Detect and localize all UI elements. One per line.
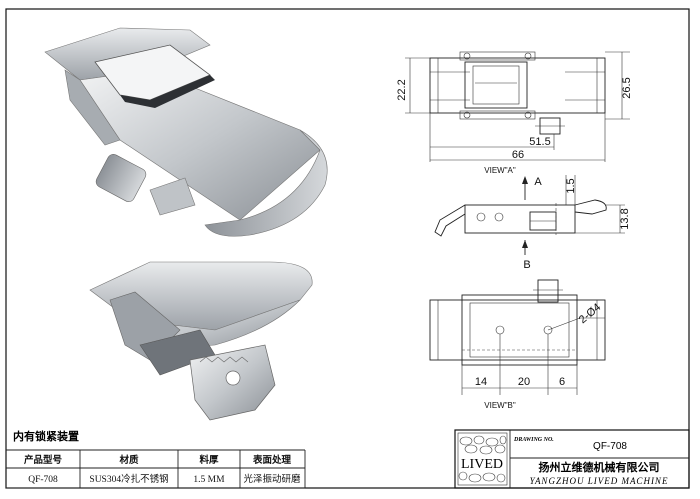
dim-51-5: 51.5: [529, 136, 550, 148]
view-b-label: VIEW"B": [484, 401, 516, 410]
header-finish: 表面处理: [252, 454, 292, 466]
dim-22-2: 22.2: [396, 79, 408, 100]
top-view: [405, 51, 630, 162]
value-material: SUS304冷扎不锈钢: [89, 473, 168, 485]
header-thickness: 料厚: [199, 454, 219, 466]
dim-20: 20: [518, 376, 530, 388]
drawing-no-label: DRAWING NO.: [513, 437, 554, 443]
arrow-a-label: A: [534, 176, 542, 188]
product-name: 内有锁紧装置: [13, 429, 79, 443]
title-block: [454, 429, 690, 489]
dim-26-5: 26.5: [621, 77, 633, 98]
value-finish: 光泽振动研磨: [243, 473, 301, 485]
bottom-view: [429, 279, 606, 395]
value-model: QF-708: [28, 475, 58, 485]
company-name-en: YANGZHOU LIVED MACHINE: [530, 476, 669, 486]
latch-render-bottom: [89, 261, 313, 421]
dim-2-dia-4: 2-Ø4: [577, 301, 603, 326]
company-logo-text: LIVED: [461, 457, 503, 472]
drawing-frame: [5, 8, 690, 489]
side-view: [434, 175, 625, 255]
logo-stone-pattern: [458, 435, 507, 483]
header-material: 材质: [118, 454, 139, 466]
value-thickness: 1.5 MM: [193, 475, 225, 485]
arrow-b-label: B: [523, 259, 530, 271]
spec-table: [6, 449, 306, 489]
dim-14: 14: [475, 376, 487, 388]
dim-66: 66: [512, 149, 524, 161]
latch-render-top: [44, 27, 328, 237]
header-model: 产品型号: [24, 454, 63, 466]
company-name-cn: 扬州立维德机械有限公司: [539, 460, 660, 474]
drawing-number: QF-708: [593, 441, 627, 452]
view-a-label: VIEW"A": [484, 166, 516, 175]
dim-6: 6: [559, 376, 565, 388]
dim-13-8: 13.8: [619, 208, 631, 229]
dim-1-5: 1.5: [565, 178, 577, 193]
